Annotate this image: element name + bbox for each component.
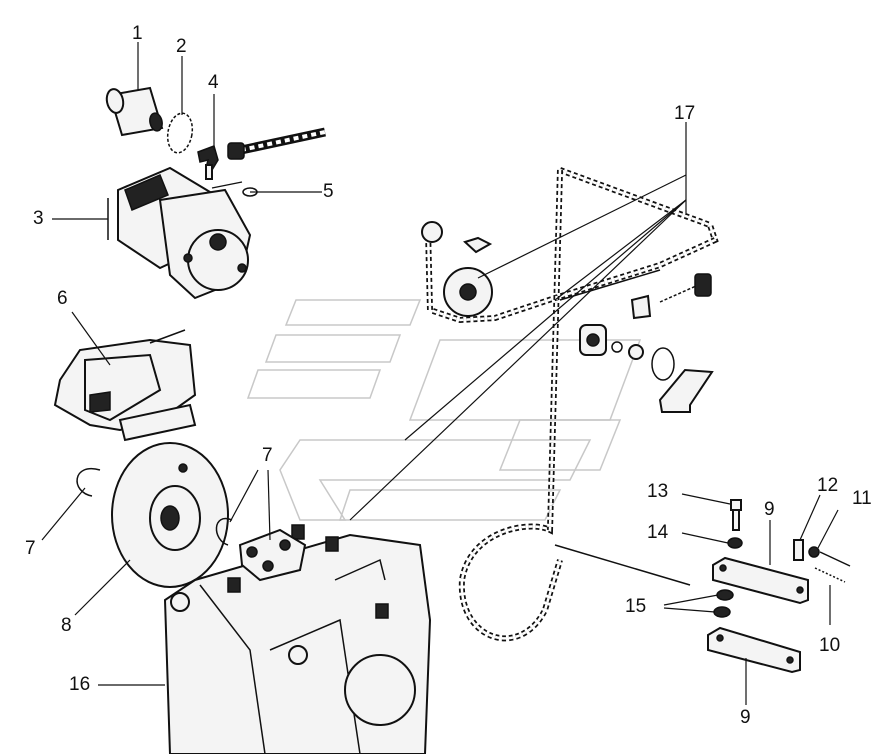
watermark-logo (246, 299, 642, 521)
leader-lines (41, 42, 839, 705)
callout-5: 5 (323, 181, 334, 202)
callout-3: 3 (33, 208, 44, 229)
part-8-pulley (111, 442, 229, 588)
part-1-filter-cartridge (105, 86, 164, 137)
part-10-spring (814, 567, 846, 583)
part-16-gearbox-housing (163, 524, 432, 754)
callout-10: 10 (819, 635, 841, 656)
callout-14: 14 (647, 522, 669, 543)
callout-7-left: 7 (25, 538, 36, 559)
part-14-washer (727, 537, 743, 549)
part-7-circlip-left (76, 467, 101, 497)
part-13-bolt (730, 499, 742, 531)
part-15-nuts (713, 589, 734, 618)
part-17-drive-chain (421, 167, 719, 642)
callout-8: 8 (61, 615, 72, 636)
callout-15: 15 (625, 596, 647, 617)
callout-13: 13 (647, 481, 669, 502)
part-2-o-ring (166, 112, 194, 154)
callout-4: 4 (208, 72, 219, 93)
part-11-washer (808, 546, 851, 567)
part-6-bracket-housing (53, 329, 197, 442)
callout-9-upper: 9 (764, 499, 775, 520)
callout-12: 12 (817, 475, 839, 496)
chain-tensioner-parts (463, 236, 714, 413)
part-7-circlip-right (215, 517, 233, 546)
hose-line (227, 127, 326, 160)
callout-17: 17 (674, 103, 696, 124)
part-12-pin (793, 539, 804, 561)
part-3-hydraulic-pump (107, 166, 252, 300)
callout-16: 16 (69, 674, 91, 695)
callout-2: 2 (176, 36, 187, 57)
callout-6: 6 (57, 288, 68, 309)
callout-11: 11 (852, 488, 872, 509)
part-4-elbow-fitting (197, 145, 219, 180)
part-9-plate-upper (712, 556, 809, 605)
callout-9-lower: 9 (740, 707, 751, 728)
callout-1: 1 (132, 23, 143, 44)
part-9-plate-lower (707, 626, 801, 674)
callout-7-right: 7 (262, 445, 273, 466)
